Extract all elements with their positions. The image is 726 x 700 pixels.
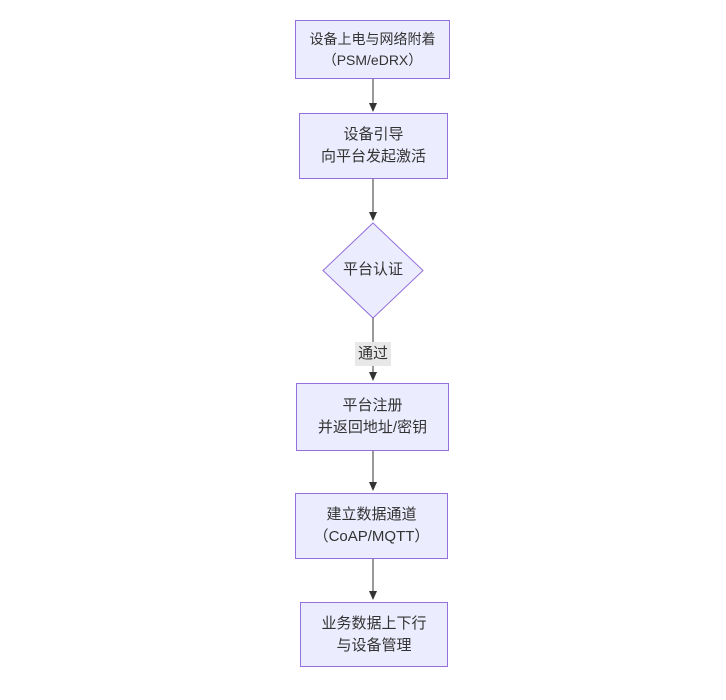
arrowhead-icon <box>369 212 377 221</box>
node-label-line: 并返回地址/密钥 <box>317 419 428 436</box>
arrowhead-icon <box>369 372 377 381</box>
node-label-line: （CoAP/MQTT） <box>313 528 430 545</box>
node-label-line: 向平台发起激活 <box>320 148 426 165</box>
node-label-line: 设备上电与网络附着 <box>309 30 436 47</box>
node-register: 平台注册 并返回地址/密钥 <box>296 383 449 451</box>
node-label-line: 设备引导 <box>343 126 404 143</box>
node-label-line: 平台注册 <box>342 397 403 414</box>
node-business-data: 业务数据上下行 与设备管理 <box>300 602 448 667</box>
arrowhead-icon <box>369 103 377 112</box>
node-label-line: 与设备管理 <box>336 636 412 654</box>
arrowhead-icon <box>369 482 377 491</box>
node-data-channel: 建立数据通道 （CoAP/MQTT） <box>295 493 448 559</box>
node-power-attach: 设备上电与网络附着 （PSM/eDRX） <box>295 20 450 79</box>
node-auth-decision-label: 平台认证 <box>323 259 423 281</box>
edge-label-text: 通过 <box>357 345 389 362</box>
arrowhead-icon <box>369 591 377 600</box>
node-label-line: 平台认证 <box>342 261 403 278</box>
node-label-line: （PSM/eDRX） <box>322 51 423 68</box>
node-bootstrap: 设备引导 向平台发起激活 <box>299 113 448 179</box>
node-label-line: 业务数据上下行 <box>321 614 427 632</box>
node-label-line: 建立数据通道 <box>326 506 417 523</box>
edge-label-pass: 通过 <box>354 342 392 366</box>
